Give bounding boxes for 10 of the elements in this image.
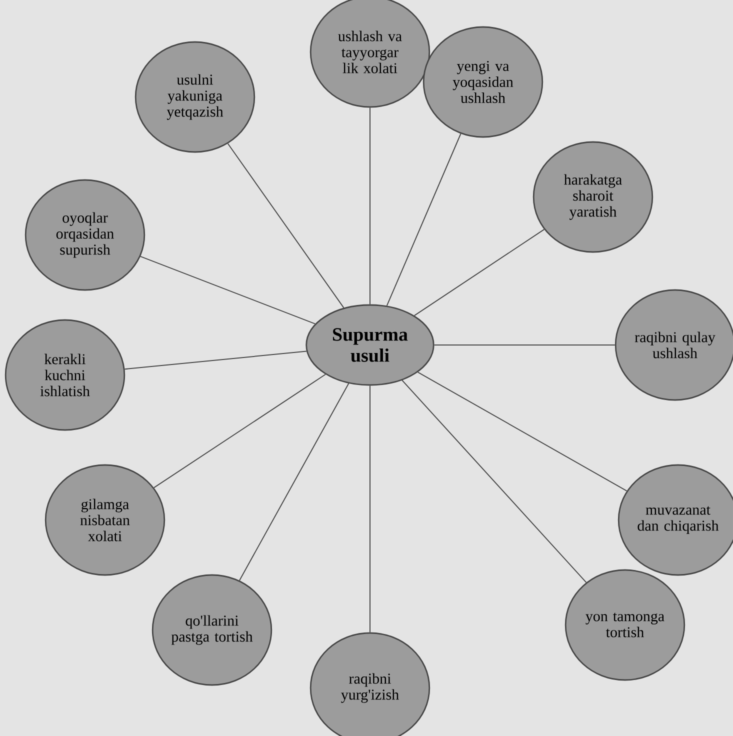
connector-line bbox=[140, 256, 316, 324]
connector-line bbox=[227, 143, 344, 308]
connector-line bbox=[402, 380, 587, 583]
connector-line bbox=[124, 350, 307, 370]
connector-line bbox=[414, 228, 545, 316]
connector-line bbox=[434, 344, 616, 346]
connector-line bbox=[386, 133, 462, 306]
connector-line bbox=[417, 372, 628, 492]
connector-line bbox=[238, 382, 350, 581]
connector-line bbox=[153, 374, 326, 488]
